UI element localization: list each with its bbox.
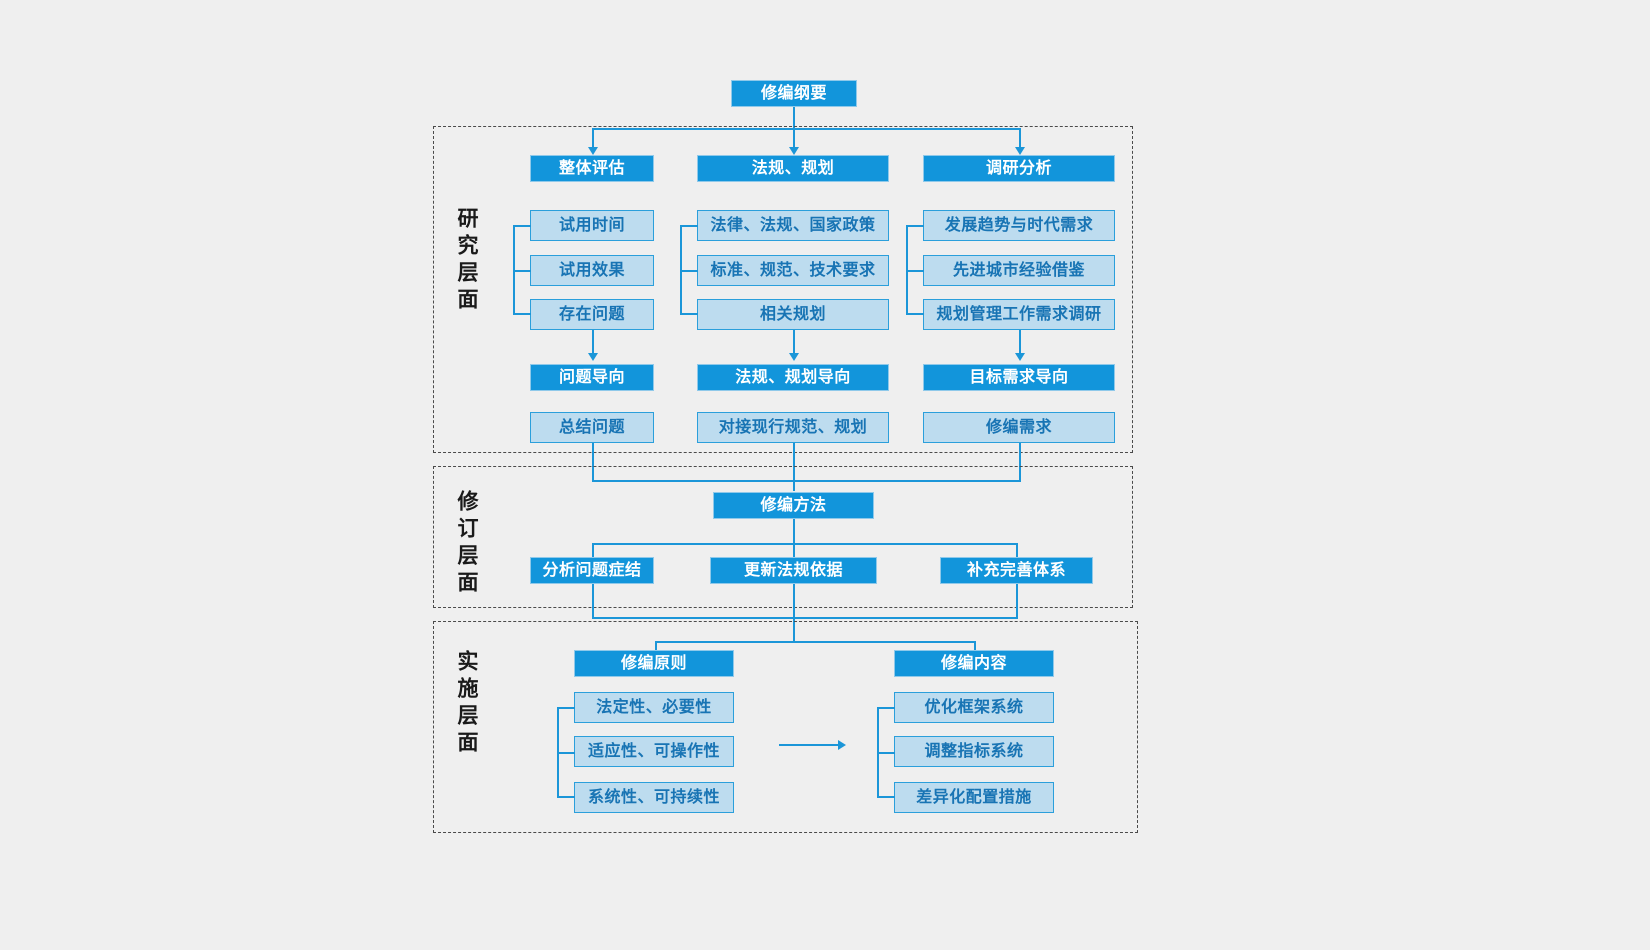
node-root-outline[interactable]: 修编纲要 — [731, 80, 857, 107]
connector-revitem1-down — [793, 584, 795, 642]
bracket-stub-2 — [877, 796, 895, 798]
layer-label-implementation: 实施层面 — [455, 650, 478, 758]
bracket-stub-0 — [680, 225, 698, 227]
node-revision-item-2[interactable]: 补充完善体系 — [940, 557, 1093, 584]
connector-revision-bus — [592, 543, 1017, 545]
connector-outcome2-down — [793, 443, 795, 491]
node-research-col3-item-1[interactable]: 先进城市经验借鉴 — [923, 255, 1115, 286]
bracket-stub-1 — [877, 752, 895, 754]
node-research-col2-item-0[interactable]: 法律、法规、国家政策 — [697, 210, 889, 241]
connector-outcome3-down — [1019, 443, 1021, 481]
node-research-col2-item-1[interactable]: 标准、规范、技术要求 — [697, 255, 889, 286]
node-impl-group0-head[interactable]: 修编原则 — [574, 650, 734, 677]
bracket-impl-group1 — [877, 707, 895, 798]
connector-col2-to-orientation — [793, 330, 795, 354]
node-impl-group1-item-0[interactable]: 优化框架系统 — [894, 692, 1054, 723]
node-research-col1-item-2[interactable]: 存在问题 — [530, 299, 654, 330]
node-research-col3-head[interactable]: 调研分析 — [923, 155, 1115, 182]
bracket-stub-2 — [557, 796, 575, 798]
node-revision-item-1[interactable]: 更新法规依据 — [710, 557, 877, 584]
connector-group0-to-group1 — [779, 744, 841, 746]
node-research-col3-orientation[interactable]: 目标需求导向 — [923, 364, 1115, 391]
node-research-col2-outcome[interactable]: 对接现行规范、规划 — [697, 412, 889, 443]
connector-col3-to-orientation — [1019, 330, 1021, 354]
connector-revision-to-item1 — [793, 543, 795, 557]
connector-outcomes-bus — [592, 480, 1021, 482]
node-research-col1-item-0[interactable]: 试用时间 — [530, 210, 654, 241]
bracket-impl-group0 — [557, 707, 575, 798]
node-research-col2-item-2[interactable]: 相关规划 — [697, 299, 889, 330]
arrowhead-col2-orientation — [789, 353, 799, 361]
bracket-stub-1 — [906, 270, 924, 272]
node-research-col1-orientation[interactable]: 问题导向 — [530, 364, 654, 391]
node-research-col2-head[interactable]: 法规、规划 — [697, 155, 889, 182]
node-research-col1-outcome[interactable]: 总结问题 — [530, 412, 654, 443]
connector-revitem0-down — [592, 584, 594, 618]
bracket-stub-0 — [513, 225, 531, 227]
bracket-research-col1 — [513, 225, 531, 315]
layer-box-revision — [433, 466, 1133, 608]
arrowhead-col1-orientation — [588, 353, 598, 361]
bracket-stub-1 — [513, 270, 531, 272]
node-research-col1-item-1[interactable]: 试用效果 — [530, 255, 654, 286]
node-revision-item-0[interactable]: 分析问题症结 — [530, 557, 654, 584]
node-revision-head[interactable]: 修编方法 — [713, 492, 874, 519]
arrowhead-col3-orientation — [1015, 353, 1025, 361]
node-impl-group0-item-2[interactable]: 系统性、可持续性 — [574, 782, 734, 813]
connector-root-down — [793, 107, 795, 129]
arrowhead-root-col2 — [789, 147, 799, 155]
connector-revision-down — [793, 519, 795, 544]
connector-revitem2-down — [1016, 584, 1018, 618]
connector-root-to-col1 — [592, 128, 594, 148]
node-research-col1-head[interactable]: 整体评估 — [530, 155, 654, 182]
bracket-stub-0 — [877, 707, 895, 709]
layer-label-research: 研究层面 — [455, 207, 478, 315]
node-impl-group1-item-1[interactable]: 调整指标系统 — [894, 736, 1054, 767]
bracket-stub-2 — [906, 313, 924, 315]
arrowhead-group0-to-group1 — [838, 740, 846, 750]
node-research-col2-orientation[interactable]: 法规、规划导向 — [697, 364, 889, 391]
connector-impl-to-group0 — [655, 641, 657, 651]
connector-revitems-bus — [592, 617, 1018, 619]
arrowhead-root-col1 — [588, 147, 598, 155]
layer-label-revision: 修订层面 — [455, 490, 478, 598]
node-impl-group1-item-2[interactable]: 差异化配置措施 — [894, 782, 1054, 813]
bracket-stub-1 — [680, 270, 698, 272]
bracket-stub-2 — [513, 313, 531, 315]
layer-box-implementation — [433, 621, 1138, 833]
bracket-stub-2 — [680, 313, 698, 315]
connector-impl-to-group1 — [974, 641, 976, 651]
connector-root-bus — [593, 128, 1021, 130]
connector-col1-to-orientation — [592, 330, 594, 354]
arrowhead-root-col3 — [1015, 147, 1025, 155]
node-research-col3-item-2[interactable]: 规划管理工作需求调研 — [923, 299, 1115, 330]
connector-revision-to-item2 — [1016, 543, 1018, 557]
connector-revision-to-item0 — [592, 543, 594, 557]
connector-outcome1-down — [592, 443, 594, 481]
layer-box-research — [433, 126, 1133, 453]
connector-root-to-col2 — [793, 128, 795, 148]
node-impl-group0-item-0[interactable]: 法定性、必要性 — [574, 692, 734, 723]
bracket-stub-0 — [906, 225, 924, 227]
node-impl-group0-item-1[interactable]: 适应性、可操作性 — [574, 736, 734, 767]
connector-impl-bus — [655, 641, 975, 643]
bracket-stub-1 — [557, 752, 575, 754]
connector-root-to-col3 — [1019, 128, 1021, 148]
bracket-research-col3 — [906, 225, 924, 315]
node-research-col3-outcome[interactable]: 修编需求 — [923, 412, 1115, 443]
bracket-research-col2 — [680, 225, 698, 315]
node-research-col3-item-0[interactable]: 发展趋势与时代需求 — [923, 210, 1115, 241]
node-impl-group1-head[interactable]: 修编内容 — [894, 650, 1054, 677]
bracket-stub-0 — [557, 707, 575, 709]
